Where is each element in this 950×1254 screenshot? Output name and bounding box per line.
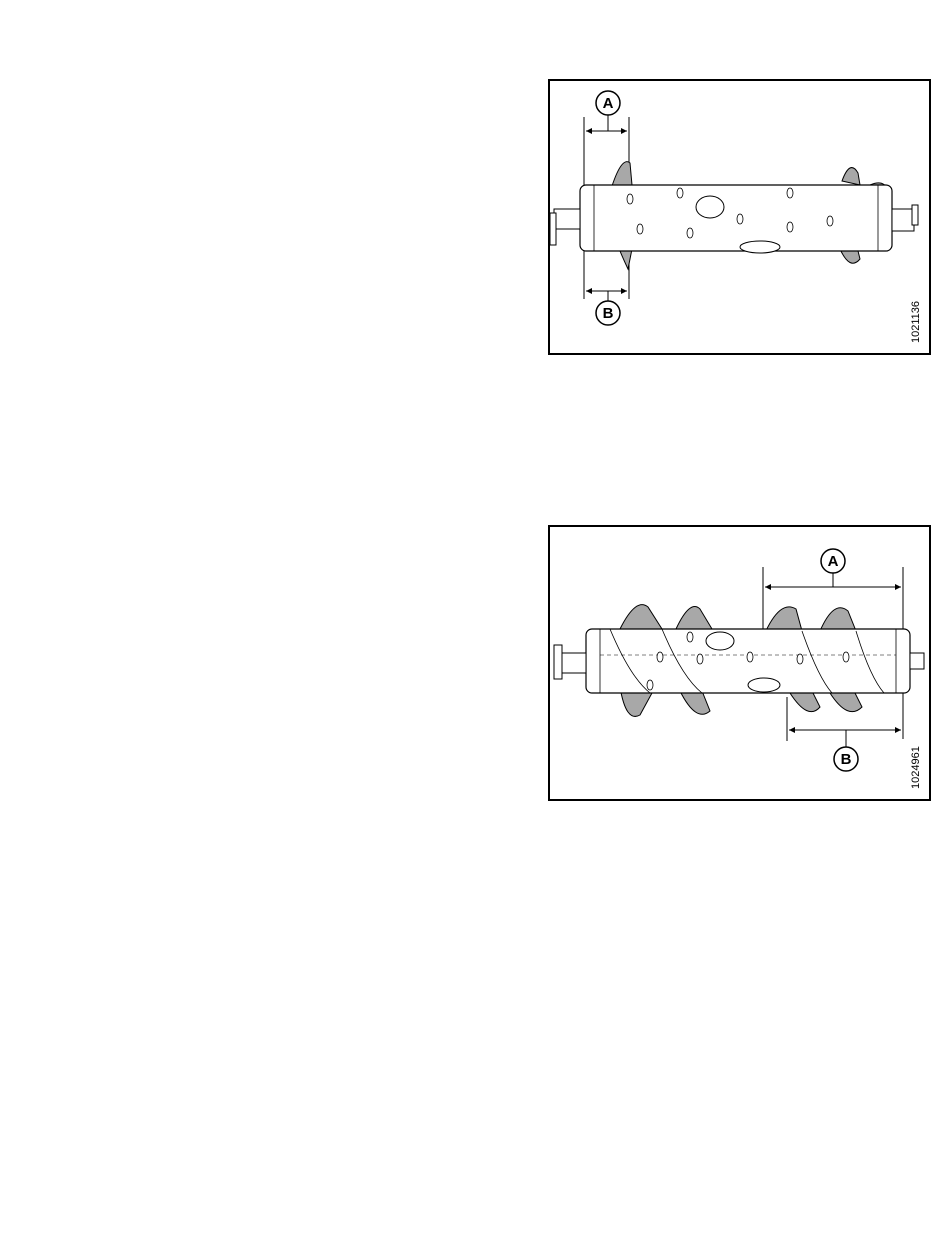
figure-auger-full-flighting: A B 1024961 [548, 525, 931, 801]
figure-id: 1024961 [910, 746, 922, 789]
callout-b-label: B [603, 305, 614, 322]
callout-a-label: A [603, 95, 614, 112]
callout-b-label: B [841, 751, 852, 768]
auger-drawing-1: A B [550, 81, 929, 353]
auger-drawing-2: A B [550, 527, 929, 799]
figure-id: 1021136 [910, 301, 922, 343]
callout-a-label: A [828, 553, 839, 570]
figure-auger-short-flighting: A B 1021136 [548, 79, 931, 355]
